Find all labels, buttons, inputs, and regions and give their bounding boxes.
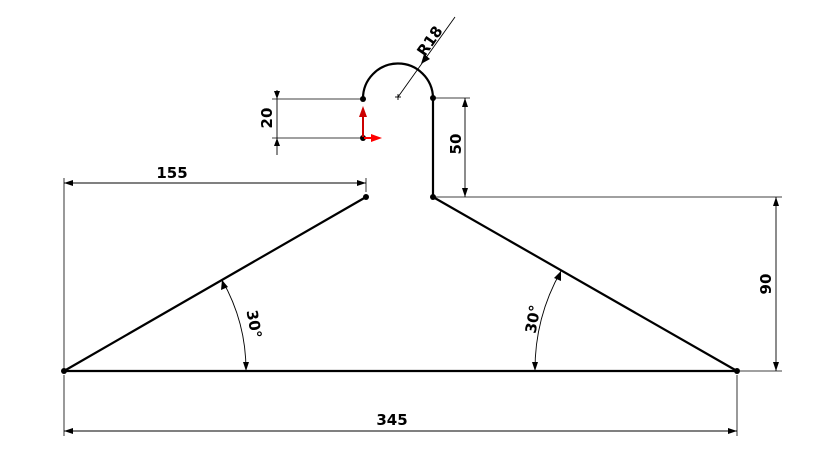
dimension-hook-gap-text: 20 <box>258 108 276 129</box>
dimension-shoulder-height-text: 90 <box>757 274 775 295</box>
sketch-point[interactable] <box>430 194 436 200</box>
dimension-radius-text: R18 <box>413 23 446 60</box>
dimension-left-angle[interactable]: 30° <box>221 279 266 372</box>
hook-arc[interactable] <box>361 62 435 101</box>
dimension-overall-width[interactable]: 345 <box>63 375 738 436</box>
dimension-hook-height-text: 50 <box>447 134 465 155</box>
dimension-radius[interactable]: R18 <box>397 16 456 98</box>
dimension-shoulder-height[interactable]: 90 <box>436 196 782 372</box>
dimension-overall-width-text: 345 <box>376 411 407 429</box>
origin-axes-icon <box>359 106 382 142</box>
sketch-point[interactable] <box>363 194 369 200</box>
dimension-right-angle[interactable]: 30° <box>522 270 562 372</box>
origin-point[interactable] <box>360 135 366 141</box>
right-slant-line[interactable] <box>431 195 739 373</box>
dimension-right-angle-text: 30° <box>522 304 545 335</box>
x-axis-arrow <box>371 134 382 142</box>
y-axis-arrow <box>359 106 367 117</box>
sketch-point[interactable] <box>734 368 740 374</box>
sketch-point[interactable] <box>360 96 366 102</box>
dimension-left-angle-text: 30° <box>243 309 266 340</box>
dimension-hook-height[interactable]: 50 <box>436 97 470 197</box>
sketch-point[interactable] <box>430 95 436 101</box>
dimension-left-offset-text: 155 <box>156 164 187 182</box>
hanger-geometry <box>62 62 739 373</box>
sketch-points <box>61 95 740 374</box>
left-slant-line[interactable] <box>62 195 368 373</box>
dimension-hook-gap[interactable]: 20 <box>258 90 361 155</box>
dimension-left-offset[interactable]: 155 <box>63 164 367 371</box>
